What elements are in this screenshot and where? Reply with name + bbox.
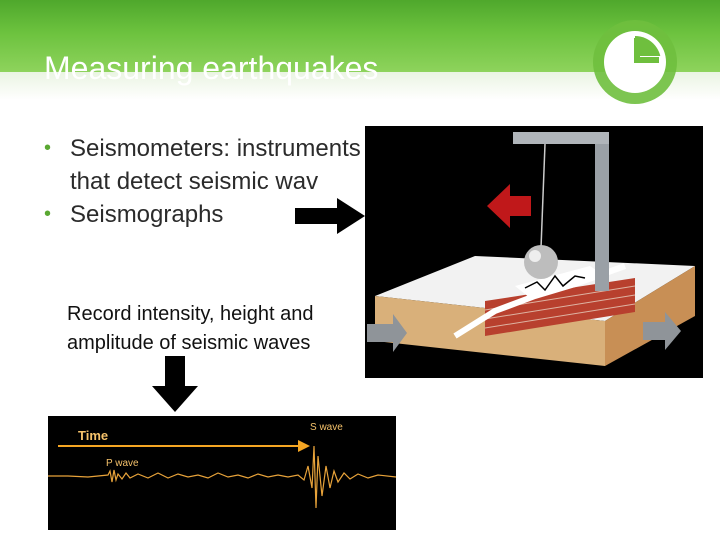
bullet-dot: • (44, 137, 52, 159)
s-wave-label: S wave (310, 422, 343, 433)
bullet-text: Seismometers: instruments that detect se… (70, 135, 361, 195)
bullet-text: Seismographs (70, 201, 224, 228)
green-circle-logo-icon (593, 20, 677, 104)
time-label: Time (78, 428, 108, 443)
bullet-item-seismometers: • Seismometers: instruments that detect … (44, 132, 374, 198)
bullet-item-seismographs: • Seismographs (44, 198, 374, 231)
seismogram-chart: Time S wave P wave (48, 416, 396, 530)
p-wave-label: P wave (106, 458, 139, 469)
black-arrow-right-icon (295, 198, 365, 234)
bullet-list: • Seismometers: instruments that detect … (44, 132, 374, 231)
seismometer-illustration (365, 126, 703, 378)
black-arrow-down-icon (152, 356, 198, 412)
bullet-dot: • (44, 203, 52, 225)
slide-title: Measuring earthquakes (44, 50, 379, 86)
seismogram-trace (48, 445, 396, 509)
sub-text: Record intensity, height and amplitude o… (67, 303, 314, 354)
